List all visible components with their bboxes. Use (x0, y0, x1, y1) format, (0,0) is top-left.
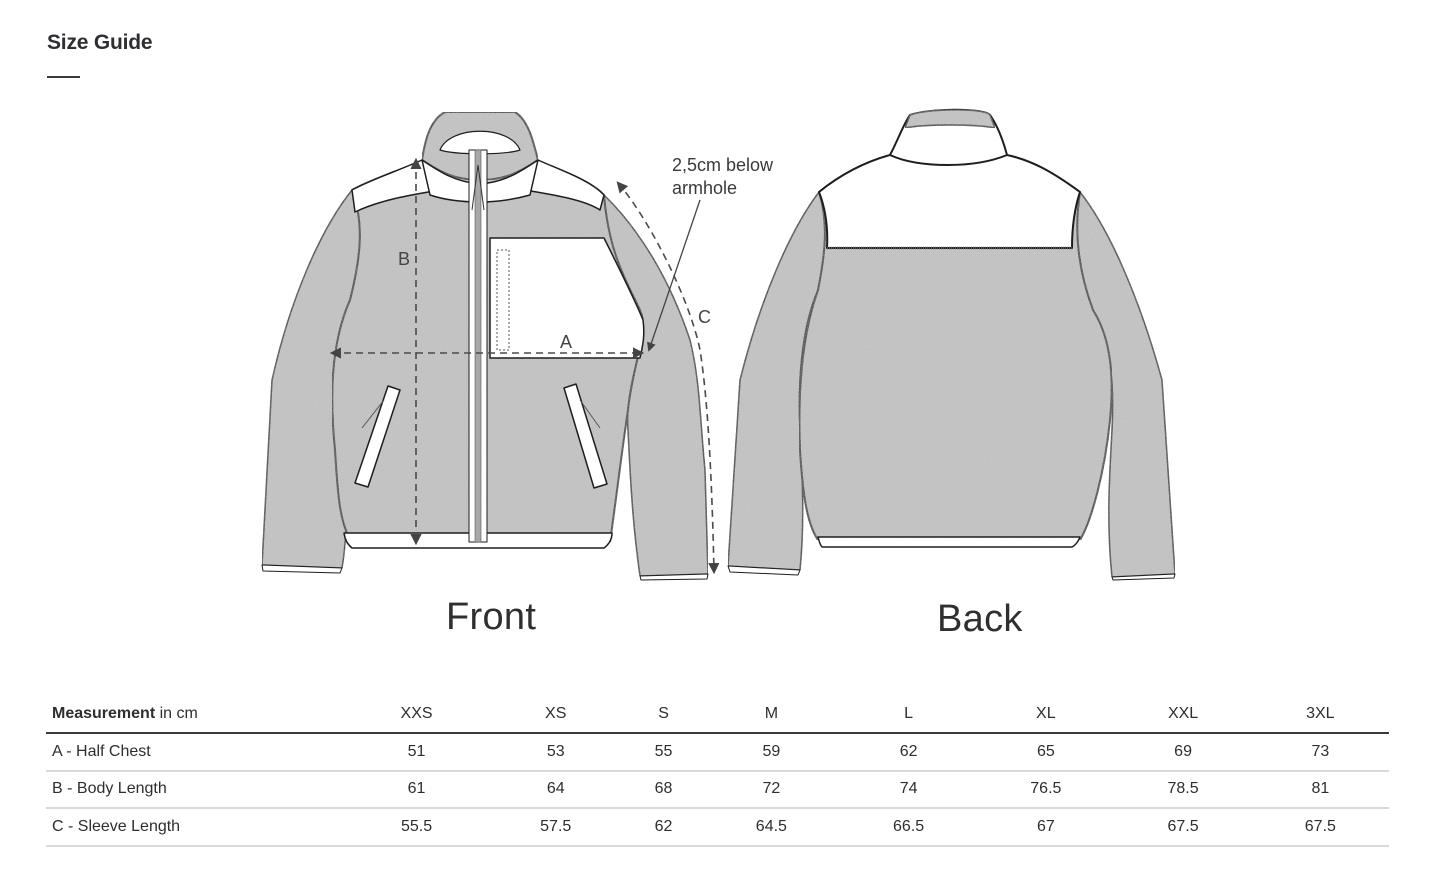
front-label: Front (446, 596, 537, 638)
cell-value: 81 (1251, 770, 1389, 809)
cell-value: 69 (1114, 733, 1252, 772)
cell-value: 55.5 (346, 808, 488, 847)
cell-value: 53 (487, 733, 625, 772)
table-header-row: Measurement in cm XXS XS S M L XL XXL 3X… (46, 696, 1389, 734)
size-header: XXS (346, 696, 488, 734)
cell-value: 72 (702, 770, 840, 809)
size-header: L (839, 696, 978, 734)
cell-value: 74 (839, 770, 978, 809)
front-jacket (261, 111, 709, 581)
measurement-header-bold: Measurement (52, 705, 156, 722)
cell-value: 73 (1251, 733, 1389, 772)
cell-value: 67.5 (1251, 808, 1389, 847)
table-row: C - Sleeve Length 55.5 57.5 62 64.5 66.5… (46, 808, 1389, 847)
table-row: A - Half Chest 51 53 55 59 62 65 69 73 (46, 733, 1389, 772)
size-header: S (624, 696, 703, 734)
size-header: XXL (1114, 696, 1252, 734)
cell-value: 57.5 (487, 808, 625, 847)
cell-value: 59 (702, 733, 840, 772)
cell-value: 68 (624, 770, 703, 809)
annotation-line-2: armhole (672, 178, 738, 198)
cell-value: 65 (977, 733, 1115, 772)
cell-value: 78.5 (1114, 770, 1252, 809)
cell-value: 67.5 (1114, 808, 1252, 847)
annotation-line-1: 2,5cm below (672, 155, 774, 175)
cell-value: 55 (624, 733, 703, 772)
armhole-annotation: 2,5cm below armhole (672, 154, 812, 200)
marker-b: B (398, 249, 411, 269)
cell-value: 61 (346, 770, 488, 809)
row-label: B - Body Length (46, 770, 346, 809)
cell-value: 64 (487, 770, 625, 809)
size-header: 3XL (1251, 696, 1389, 734)
size-header: XS (487, 696, 625, 734)
front-measurement-lines (329, 157, 720, 575)
row-label: C - Sleeve Length (46, 808, 346, 847)
size-header: M (702, 696, 840, 734)
cell-value: 64.5 (702, 808, 840, 847)
jacket-illustration: B A C 2,5cm below armhole Front Back (261, 108, 1176, 640)
cell-value: 62 (839, 733, 978, 772)
cell-value: 51 (346, 733, 488, 772)
page-title: Size Guide (47, 31, 153, 54)
marker-c: C (698, 307, 711, 327)
title-underline (47, 76, 80, 78)
marker-a: A (560, 332, 573, 352)
back-label: Back (937, 598, 1023, 640)
table-row: B - Body Length 61 64 68 72 74 76.5 78.5… (46, 770, 1389, 809)
measurement-header: Measurement in cm (46, 696, 346, 734)
row-label: A - Half Chest (46, 733, 346, 772)
cell-value: 76.5 (977, 770, 1115, 809)
size-table: Measurement in cm XXS XS S M L XL XXL 3X… (46, 696, 1389, 847)
back-jacket (727, 108, 1176, 581)
cell-value: 66.5 (839, 808, 978, 847)
cell-value: 67 (977, 808, 1115, 847)
cell-value: 62 (624, 808, 703, 847)
measurement-header-unit: in cm (155, 705, 198, 722)
size-header: XL (977, 696, 1115, 734)
